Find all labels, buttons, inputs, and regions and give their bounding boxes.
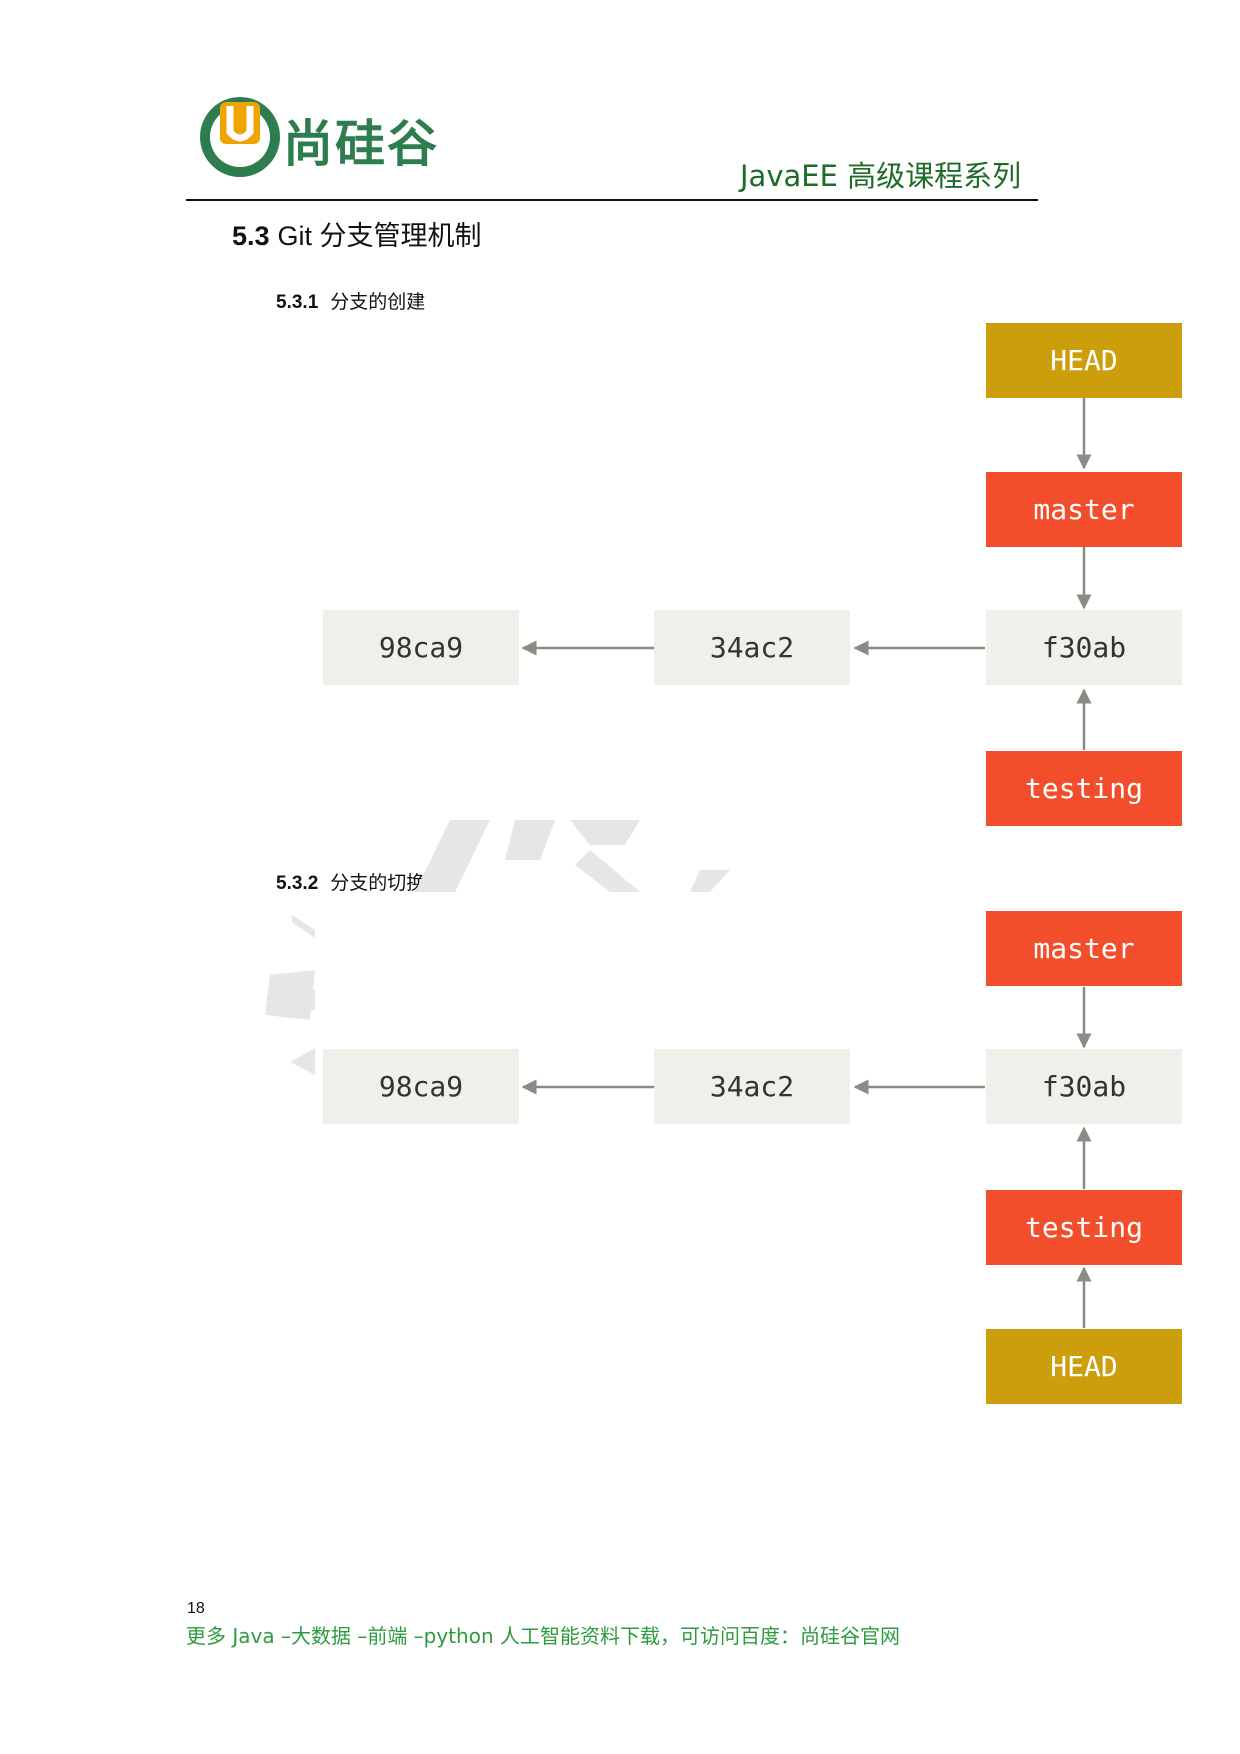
subsection-heading-1: 5.3.1 分支的创建 [276,287,425,314]
section-title: Git 分支管理机制 [277,221,482,251]
head-pointer: HEAD [986,323,1182,398]
subsection-label: 分支的切换 [330,873,426,894]
branch-master: master [986,472,1182,547]
commit-node: 98ca9 [323,610,519,685]
subsection-heading-2: 5.3.2 分支的切换 [276,868,425,895]
commit-node: 34ac2 [654,1049,850,1124]
commit-node: f30ab [986,610,1182,685]
page-number: 18 [187,1600,205,1617]
brand-name: 尚硅谷 [283,115,439,173]
head-pointer: HEAD [986,1329,1182,1404]
branch-testing: testing [986,1190,1182,1265]
branch-testing: testing [986,751,1182,826]
watermark-graphic [265,820,730,1075]
footer-text: 更多 Java –大数据 –前端 –python 人工智能资料下载，可访问百度：… [186,1624,900,1648]
commit-node: 98ca9 [323,1049,519,1124]
commit-node: f30ab [986,1049,1182,1124]
header-divider [186,199,1038,201]
subsection-label: 分支的创建 [330,292,426,313]
section-number: 5.3 [232,221,270,251]
commit-node: 34ac2 [654,610,850,685]
brand-logo-icon [200,97,280,177]
branch-master: master [986,911,1182,986]
course-series-title: JavaEE 高级课程系列 [740,159,1022,193]
subsection-number: 5.3.1 [276,292,319,313]
subsection-number: 5.3.2 [276,873,319,894]
